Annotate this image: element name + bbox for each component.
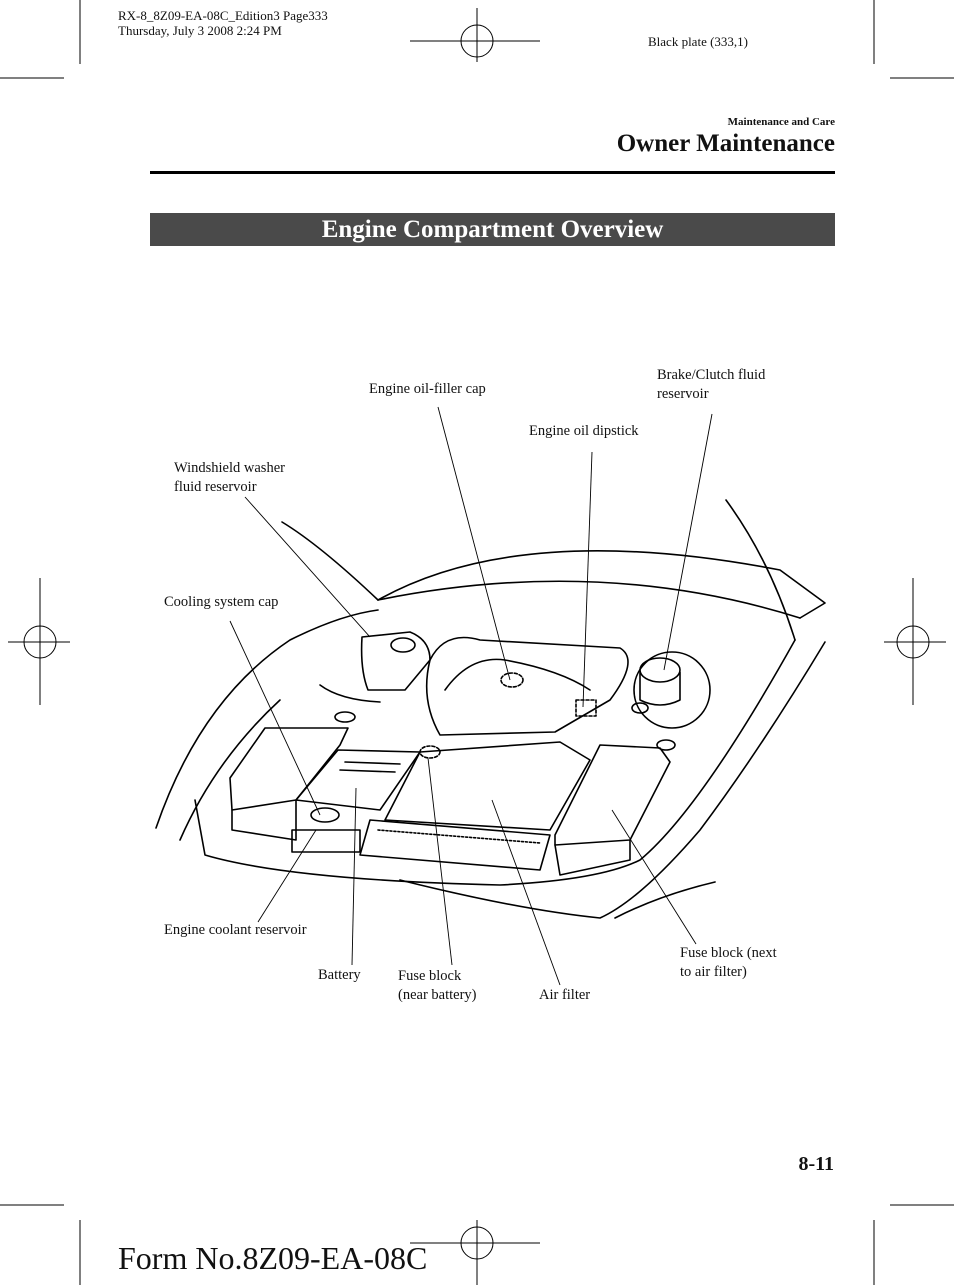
label-fuse-near-line2: (near battery)	[398, 987, 477, 1003]
label-brake-clutch-reservoir: Brake/Clutch fluid reservoir	[657, 366, 765, 404]
label-air-filter: Air filter	[539, 987, 591, 1003]
label-washer-line2: fluid reservoir	[174, 479, 257, 495]
label-brake-clutch-line1: Brake/Clutch fluid	[657, 367, 766, 383]
label-washer-reservoir: Windshield washer fluid reservoir	[174, 459, 285, 497]
header-rule	[150, 171, 835, 174]
label-engine-oil-filler-cap: Engine oil-filler cap	[369, 381, 486, 397]
label-engine-oil-dipstick: Engine oil dipstick	[529, 423, 639, 439]
print-info-line1: RX-8_8Z09-EA-08C_Edition3 Page333	[118, 8, 328, 23]
section-title: Maintenance and Care	[727, 116, 835, 128]
print-info: RX-8_8Z09-EA-08C_Edition3 Page333 Thursd…	[118, 8, 328, 38]
page-number: 8-11	[798, 1153, 834, 1175]
form-number: Form No.8Z09-EA-08C	[118, 1240, 428, 1276]
label-fuse-block-near-battery: Fuse block (near battery)	[398, 967, 477, 1005]
label-brake-clutch-line2: reservoir	[657, 386, 709, 402]
label-fuse-near-line1: Fuse block	[398, 968, 462, 984]
label-washer-line1: Windshield washer	[174, 460, 285, 476]
label-fuse-next-line2: to air filter)	[680, 964, 747, 980]
label-fuse-block-next-to-air-filter: Fuse block (next to air filter)	[680, 944, 777, 982]
page-title: Engine Compartment Overview	[150, 213, 835, 246]
plate-label: Black plate (333,1)	[648, 34, 748, 49]
label-fuse-next-line1: Fuse block (next	[680, 945, 777, 961]
label-cooling-system-cap: Cooling system cap	[164, 594, 279, 610]
chapter-title: Owner Maintenance	[616, 130, 835, 157]
label-engine-coolant-reservoir: Engine coolant reservoir	[164, 922, 307, 938]
print-info-line2: Thursday, July 3 2008 2:24 PM	[118, 23, 282, 38]
label-battery: Battery	[318, 967, 361, 983]
